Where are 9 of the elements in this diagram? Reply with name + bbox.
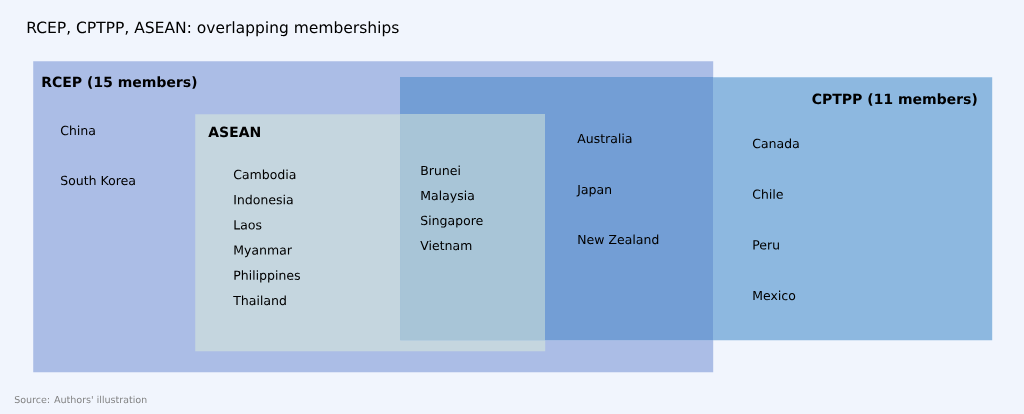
caption: Source: Authors' illustration (14, 395, 147, 404)
country-label: Malaysia (421, 190, 474, 203)
title: RCEP, CPTPP, ASEAN: overlapping memberships (27, 21, 399, 37)
country-label: New Zealand (578, 234, 659, 245)
country-label: Brunei (421, 165, 460, 176)
country-label: Singapore (421, 215, 483, 228)
country-label: Vietnam (420, 240, 472, 251)
country-label: Japan (576, 184, 611, 197)
country-label: Australia (577, 133, 632, 144)
